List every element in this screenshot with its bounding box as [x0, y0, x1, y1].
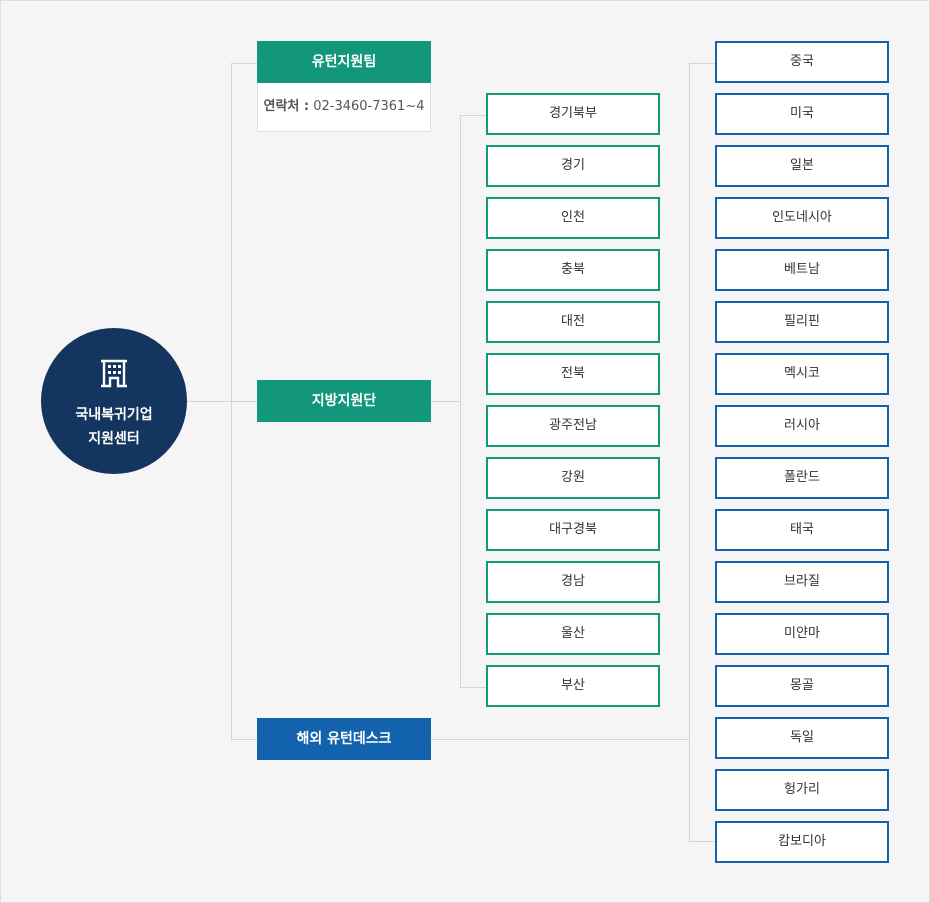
- connector-hub: [187, 401, 232, 402]
- country-item: 브라질: [715, 561, 889, 603]
- country-item: 태국: [715, 509, 889, 551]
- building-icon: [101, 359, 127, 388]
- connector-overseas-bottom: [689, 841, 715, 842]
- connector-overseas-out: [431, 739, 690, 740]
- country-item: 폴란드: [715, 457, 889, 499]
- connector-regional-out: [431, 401, 461, 402]
- connector-regional: [231, 401, 257, 402]
- uturn-team-box: 유턴지원팀: [257, 41, 431, 83]
- region-item: 대전: [486, 301, 660, 343]
- hub-title-line2: 지원센터: [88, 431, 140, 447]
- country-item: 미국: [715, 93, 889, 135]
- region-item: 광주전남: [486, 405, 660, 447]
- regional-office-box: 지방지원단: [257, 380, 431, 422]
- country-item: 헝가리: [715, 769, 889, 811]
- region-item: 강원: [486, 457, 660, 499]
- region-item: 울산: [486, 613, 660, 655]
- connector-regional-top: [460, 115, 486, 116]
- country-item: 멕시코: [715, 353, 889, 395]
- country-item: 캄보디아: [715, 821, 889, 863]
- country-item: 중국: [715, 41, 889, 83]
- connector-overseas-trunk: [689, 63, 690, 842]
- region-item: 경기: [486, 145, 660, 187]
- contact-info: 연락처 : 02-3460-7361~4: [257, 83, 431, 132]
- overseas-desk-box: 해외 유턴데스크: [257, 718, 431, 760]
- connector-regional-trunk: [460, 115, 461, 688]
- contact-phone: 02-3460-7361~4: [313, 99, 425, 114]
- region-item: 경기북부: [486, 93, 660, 135]
- country-item: 인도네시아: [715, 197, 889, 239]
- country-item: 일본: [715, 145, 889, 187]
- region-item: 경남: [486, 561, 660, 603]
- hub-circle: 국내복귀기업 지원센터: [41, 328, 187, 474]
- connector-regional-bottom: [460, 687, 486, 688]
- region-item: 인천: [486, 197, 660, 239]
- contact-label: 연락처 :: [263, 99, 310, 114]
- country-item: 베트남: [715, 249, 889, 291]
- region-item: 대구경북: [486, 509, 660, 551]
- connector-uturn: [231, 63, 257, 64]
- region-item: 부산: [486, 665, 660, 707]
- connector-overseas: [231, 739, 257, 740]
- country-item: 러시아: [715, 405, 889, 447]
- country-item: 독일: [715, 717, 889, 759]
- region-item: 전북: [486, 353, 660, 395]
- region-item: 충북: [486, 249, 660, 291]
- country-item: 미얀마: [715, 613, 889, 655]
- country-item: 필리핀: [715, 301, 889, 343]
- country-item: 몽골: [715, 665, 889, 707]
- hub-title-line1: 국내복귀기업: [75, 407, 153, 423]
- connector-overseas-top: [689, 63, 715, 64]
